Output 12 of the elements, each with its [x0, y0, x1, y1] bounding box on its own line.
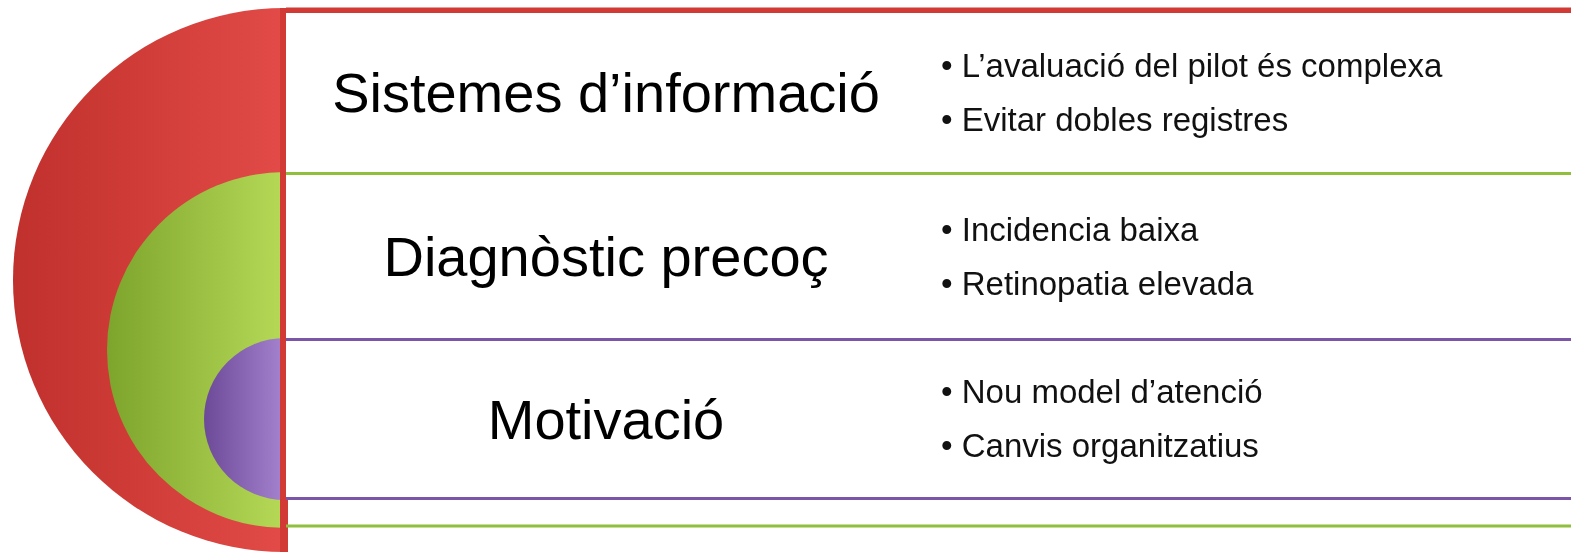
- row-heading: Sistemes d’informació: [332, 60, 880, 125]
- row-heading: Diagnòstic precoç: [383, 224, 829, 289]
- row-heading: Motivació: [487, 386, 725, 452]
- row-band: [286, 10, 1571, 172]
- row-band: [286, 172, 1571, 338]
- bullet-item: • Nou model d’atenció: [941, 372, 1263, 412]
- bullet-item: • Canvis organitzatius: [941, 426, 1260, 466]
- bullet-item: • L’avaluació del pilot és complexa: [941, 45, 1443, 86]
- row-band: [286, 338, 1571, 500]
- bullet-item: • Incidencia baixa: [941, 209, 1200, 250]
- bullet-item: • Evitar dobles registres: [941, 99, 1290, 140]
- bullet-item: • Retinopatia elevada: [941, 263, 1254, 304]
